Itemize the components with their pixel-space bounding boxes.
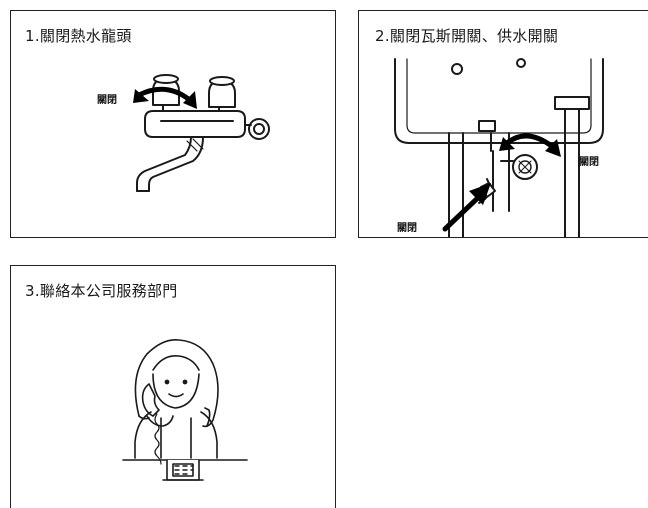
close-label-gas: 關閉 — [579, 155, 599, 168]
water-heater-valve-illustration: 關閉 關閉 — [394, 58, 604, 237]
step-panel-close-hot-water: 1.關閉熱水龍頭 關閉 — [10, 10, 336, 238]
woman-on-phone-illustration — [122, 338, 248, 481]
step-title: 2.關閉瓦斯開關、供水開關 — [375, 27, 559, 45]
faucet-illustration: 關閉 — [97, 74, 270, 192]
close-label-water: 關閉 — [397, 221, 417, 234]
step-panel-contact-service: 3.聯絡本公司服務部門 — [10, 265, 336, 508]
step-panel-close-gas-water: 2.關閉瓦斯開關、供水開關 — [358, 10, 648, 238]
step-title: 3.聯絡本公司服務部門 — [25, 282, 178, 300]
close-label: 關閉 — [97, 93, 117, 106]
step-title: 1.關閉熱水龍頭 — [25, 27, 132, 45]
